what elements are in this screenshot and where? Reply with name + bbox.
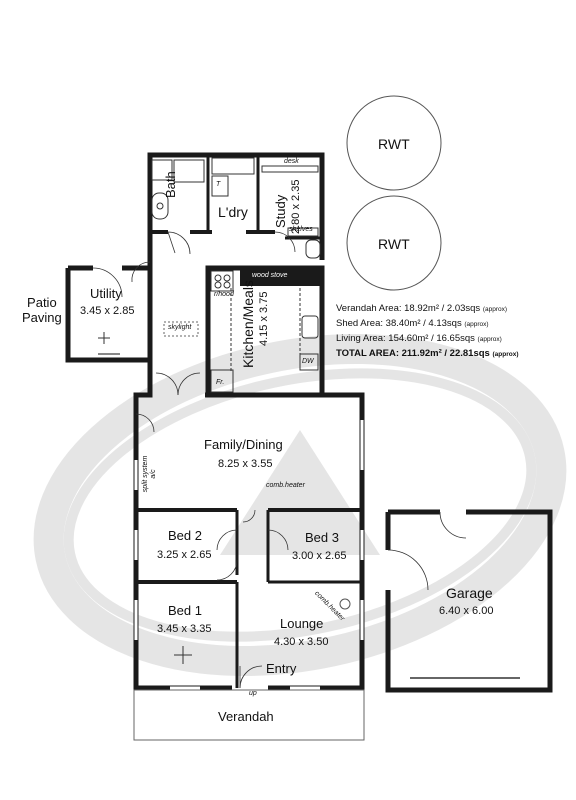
shed-area-value: 38.40m² / 4.13sqs xyxy=(385,318,462,329)
utility-doors xyxy=(92,261,151,298)
windows xyxy=(134,420,364,690)
study-fixtures xyxy=(261,165,321,259)
rwt-label-1: RWT xyxy=(378,136,410,152)
living-area-value: 154.60m² / 16.65sqs xyxy=(388,333,475,344)
t-label: T xyxy=(216,181,221,188)
family-dining-dims: 8.25 x 3.55 xyxy=(218,458,273,470)
living-area-approx: (approx) xyxy=(477,336,502,343)
verandah-label: Verandah xyxy=(218,709,274,724)
ceiling-fan-utility xyxy=(98,332,110,344)
patio-line2: Paving xyxy=(22,309,62,325)
fridge-label: Fr. xyxy=(216,379,225,386)
bath-fixtures xyxy=(151,157,255,255)
total-area-value: 211.92m² / 22.81sqs xyxy=(401,348,490,359)
laundry-label: L'dry xyxy=(218,204,248,220)
garage-dims: 6.40 x 6.00 xyxy=(439,605,494,617)
total-area-label: TOTAL AREA: xyxy=(336,348,399,359)
verandah-area-approx: (approx) xyxy=(482,306,508,313)
verandah-area-value: 18.92m² / 2.03sqs xyxy=(404,303,481,314)
up-label: up xyxy=(249,690,257,697)
total-area-approx: (approx) xyxy=(492,351,519,358)
desk-label: desk xyxy=(284,158,299,165)
living-area-label: Living Area: xyxy=(336,333,386,344)
living-area-row: Living Area: 154.60m² / 16.65sqs (approx… xyxy=(336,332,518,347)
lounge-label: Lounge xyxy=(280,616,324,631)
utility-dims: 3.45 x 2.85 xyxy=(80,305,135,317)
garage-label: Garage xyxy=(446,585,493,601)
garage-doors xyxy=(387,511,520,679)
verandah-area-row: Verandah Area: 18.92m² / 2.03sqs (approx… xyxy=(336,302,518,317)
bed2-dims: 3.25 x 2.65 xyxy=(157,549,212,561)
skylight-label: skylight xyxy=(168,324,192,331)
rwt-tank-1 xyxy=(346,95,442,191)
bed2-label: Bed 2 xyxy=(168,528,202,543)
shed-area-row: Shed Area: 38.40m² / 4.13sqs (approx) xyxy=(336,317,518,332)
patio-line1: Patio xyxy=(27,295,57,310)
kitchen-fixtures xyxy=(210,270,319,393)
shed-area-approx: (approx) xyxy=(464,321,489,328)
patio-label: Patio Paving xyxy=(22,295,62,326)
family-dining-label: Family/Dining xyxy=(204,437,283,452)
bed3-dims: 3.00 x 2.65 xyxy=(292,550,347,562)
main-doors xyxy=(135,372,289,689)
dw-label: DW xyxy=(302,358,314,365)
rwt-label-2: RWT xyxy=(378,236,410,252)
comb-heater-family-label: comb.heater xyxy=(266,482,305,489)
wood-stove-block xyxy=(240,268,322,286)
kitchen-label: Kitchen/Meals xyxy=(240,280,256,368)
lounge-dims: 4.30 x 3.50 xyxy=(274,636,329,648)
wood-stove-label: wood stove xyxy=(252,272,288,279)
bed1-label: Bed 1 xyxy=(168,603,202,618)
bed1-dims: 3.45 x 3.35 xyxy=(157,623,212,635)
shelves-label: shelves xyxy=(289,226,313,233)
utility-label: Utility xyxy=(90,286,122,301)
kitchen-dims: 4.15 x 3.75 xyxy=(258,291,270,346)
skylight xyxy=(163,321,199,337)
rhood-label: r/hood xyxy=(214,291,234,298)
rwt-tank-2 xyxy=(346,195,442,291)
total-area-row: TOTAL AREA: 211.92m² / 22.81sqs (approx) xyxy=(336,347,518,362)
area-summary: Verandah Area: 18.92m² / 2.03sqs (approx… xyxy=(336,302,518,362)
verandah-outline xyxy=(133,689,365,741)
comb-heater-lounge-symbol xyxy=(339,598,351,610)
garage-walls xyxy=(385,509,553,693)
shed-area-label: Shed Area: xyxy=(336,318,384,329)
top-wing-walls xyxy=(147,152,325,260)
bed3-label: Bed 3 xyxy=(305,530,339,545)
verandah-area-label: Verandah Area: xyxy=(336,303,402,314)
split-system-label: split system a/c xyxy=(142,455,158,493)
study-label: Study xyxy=(273,194,288,228)
watermark-logo xyxy=(33,333,567,677)
entry-label: Entry xyxy=(266,661,297,676)
bath-label: Bath xyxy=(163,171,178,198)
ceiling-fan-bed1 xyxy=(174,646,192,664)
